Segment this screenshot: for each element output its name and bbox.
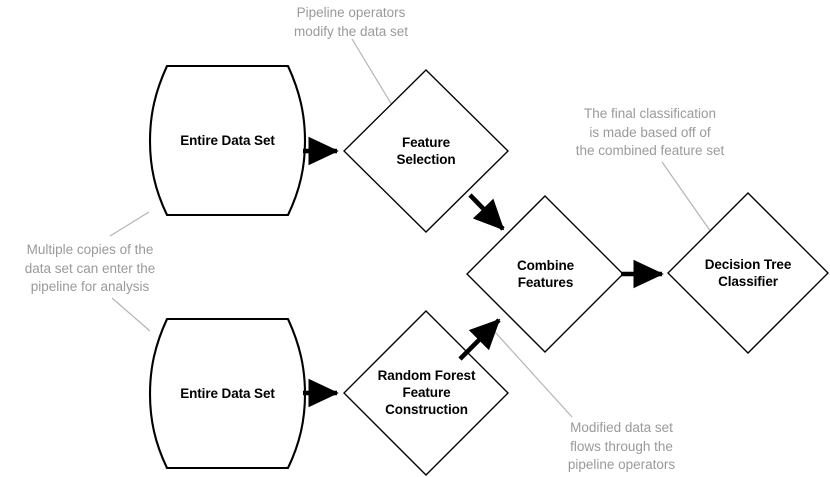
leader-lines <box>109 38 712 418</box>
leader-line-multiple-copies-bottom <box>111 297 151 332</box>
arrow-feature-selection-to-combine-features <box>468 193 505 231</box>
connector-arrows <box>303 136 664 408</box>
arrow-random-forest-to-combine-features <box>458 318 501 361</box>
annotation-modified-data-set: Modified data set flows through the pipe… <box>567 420 676 472</box>
node-shape-feature-selection[interactable] <box>343 69 509 233</box>
leader-line-modified-data-set <box>494 331 573 418</box>
annotation-final-classification: The final classification is made based o… <box>575 106 725 158</box>
annotation-multiple-copies: Multiple copies of the data set can ente… <box>24 242 156 294</box>
node-shape-combine-features[interactable] <box>466 195 624 353</box>
node-shape-decision-tree-classifier[interactable] <box>667 192 829 354</box>
leader-line-final-classification <box>661 161 712 233</box>
leader-line-multiple-copies-top <box>109 211 150 237</box>
leader-line-pipeline-operators <box>351 38 396 111</box>
node-shape-dataset-top[interactable] <box>148 64 307 217</box>
node-shapes <box>148 64 829 476</box>
node-shape-dataset-bottom[interactable] <box>148 317 307 470</box>
annotation-pipeline-operators: Pipeline operators modify the data set <box>293 5 409 39</box>
